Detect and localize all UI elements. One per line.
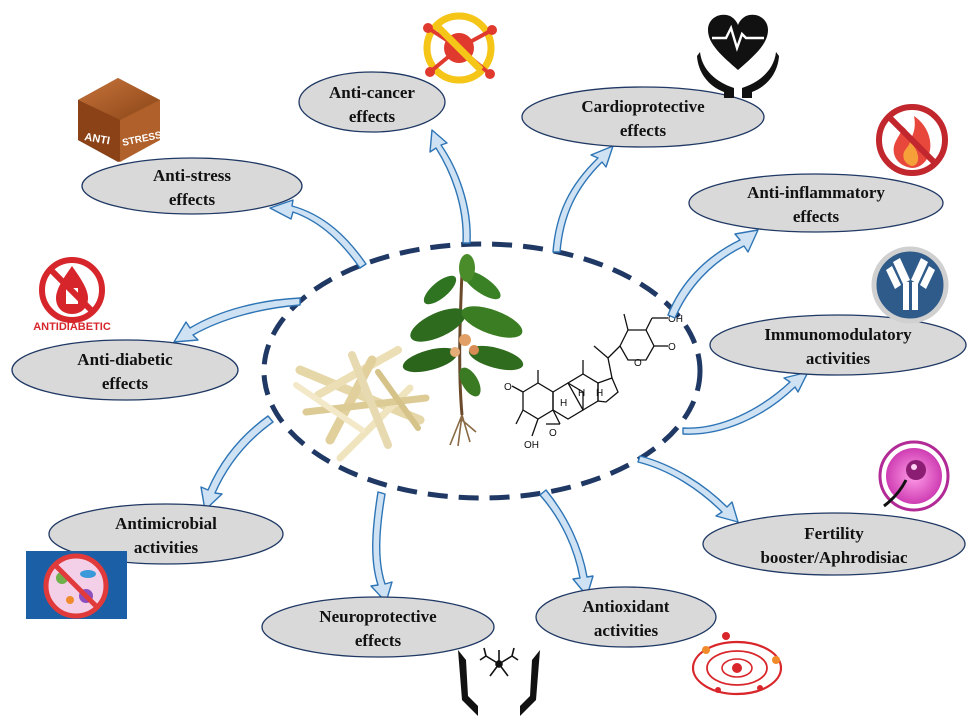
antidiabetic-icon: ANTIDIABETIC [33, 257, 111, 333]
arrow-cardioprotective [552, 145, 614, 253]
node-fertility-line1: Fertility [804, 524, 864, 543]
node-anti-diabetic-line2: effects [102, 374, 149, 393]
node-anti-cancer: Anti-cancer effects [298, 71, 446, 133]
node-antimicrobial-line1: Antimicrobial [115, 514, 217, 533]
node-anti-stress: Anti-stress effects [81, 157, 303, 215]
anti-stress-cube-left-text: ANTI [83, 131, 110, 147]
atom-icon [691, 632, 783, 696]
ashwagandha-plant-image [402, 254, 524, 447]
node-anti-diabetic: Anti-diabetic effects [11, 339, 239, 401]
arrow-anti-inflammatory [667, 229, 759, 319]
neuron-in-hands-icon [458, 647, 540, 716]
node-cardioprotective-line2: effects [620, 121, 667, 140]
arrow-anti-stress [269, 199, 367, 269]
ashwagandha-roots-image [293, 346, 430, 462]
node-anti-inflammatory-line2: effects [793, 207, 840, 226]
arrow-neuroprotective [370, 491, 393, 603]
node-fertility: Fertility booster/Aphrodisiac [702, 512, 966, 576]
node-anti-cancer-line1: Anti-cancer [329, 83, 415, 102]
node-anti-cancer-line2: effects [349, 107, 396, 126]
arrow-antimicrobial [200, 415, 274, 511]
node-antioxidant-line1: Antioxidant [583, 597, 670, 616]
node-neuroprotective-line1: Neuroprotective [319, 607, 437, 626]
arrow-immunomodulatory [682, 371, 809, 435]
node-fertility-line2: booster/Aphrodisiac [760, 548, 907, 567]
hub-dashed-ellipse [261, 241, 703, 501]
node-anti-diabetic-line1: Anti-diabetic [77, 350, 173, 369]
no-microbes-icon [26, 551, 127, 619]
arrow-fertility [637, 455, 739, 523]
arrow-antioxidant [539, 489, 594, 597]
hub: O OH O OH O O H H H [261, 241, 703, 501]
node-anti-inflammatory-line1: Anti-inflammatory [747, 183, 885, 202]
anti-cancer-icon [423, 12, 497, 84]
chem-label-lactone-o: O [634, 358, 642, 369]
chem-label-h1: H [578, 388, 585, 399]
no-fire-icon [876, 104, 948, 176]
chem-label-oh-bottom: OH [524, 440, 539, 451]
anti-stress-cube-icon: ANTI STRESS [78, 78, 163, 162]
node-antioxidant: Antioxidant activities [535, 586, 717, 648]
node-immunomodulatory: Immunomodulatory activities [709, 314, 967, 376]
node-cardioprotective: Cardioprotective effects [521, 86, 765, 148]
sperm-egg-icon [878, 440, 950, 512]
chem-label-carbonyl-o: O [668, 342, 676, 353]
heart-in-hands-icon [697, 14, 779, 98]
chem-label-ketone: O [504, 382, 512, 393]
antibody-icon [871, 246, 949, 324]
node-immunomodulatory-line2: activities [806, 349, 871, 368]
arrow-anti-diabetic [173, 297, 301, 343]
withanolide-structure [511, 313, 668, 437]
chem-label-h3: H [596, 388, 603, 399]
node-antimicrobial: Antimicrobial activities [48, 503, 284, 565]
node-cardioprotective-line1: Cardioprotective [581, 97, 705, 116]
node-neuroprotective-line2: effects [355, 631, 402, 650]
arrows [173, 129, 809, 603]
node-anti-stress-line1: Anti-stress [153, 166, 231, 185]
node-immunomodulatory-line1: Immunomodulatory [764, 325, 912, 344]
node-anti-stress-line2: effects [169, 190, 216, 209]
node-neuroprotective: Neuroprotective effects [261, 596, 495, 658]
withanolide-labels: O OH O OH O O H H H [504, 314, 683, 451]
chem-label-epoxide: O [549, 428, 557, 439]
node-anti-inflammatory: Anti-inflammatory effects [688, 173, 944, 233]
node-antimicrobial-line2: activities [134, 538, 199, 557]
chem-label-h2: H [560, 398, 567, 409]
node-antioxidant-line2: activities [594, 621, 659, 640]
arrow-anti-cancer [429, 129, 471, 244]
antidiabetic-icon-text: ANTIDIABETIC [33, 321, 111, 333]
chem-label-oh-top: OH [668, 314, 683, 325]
